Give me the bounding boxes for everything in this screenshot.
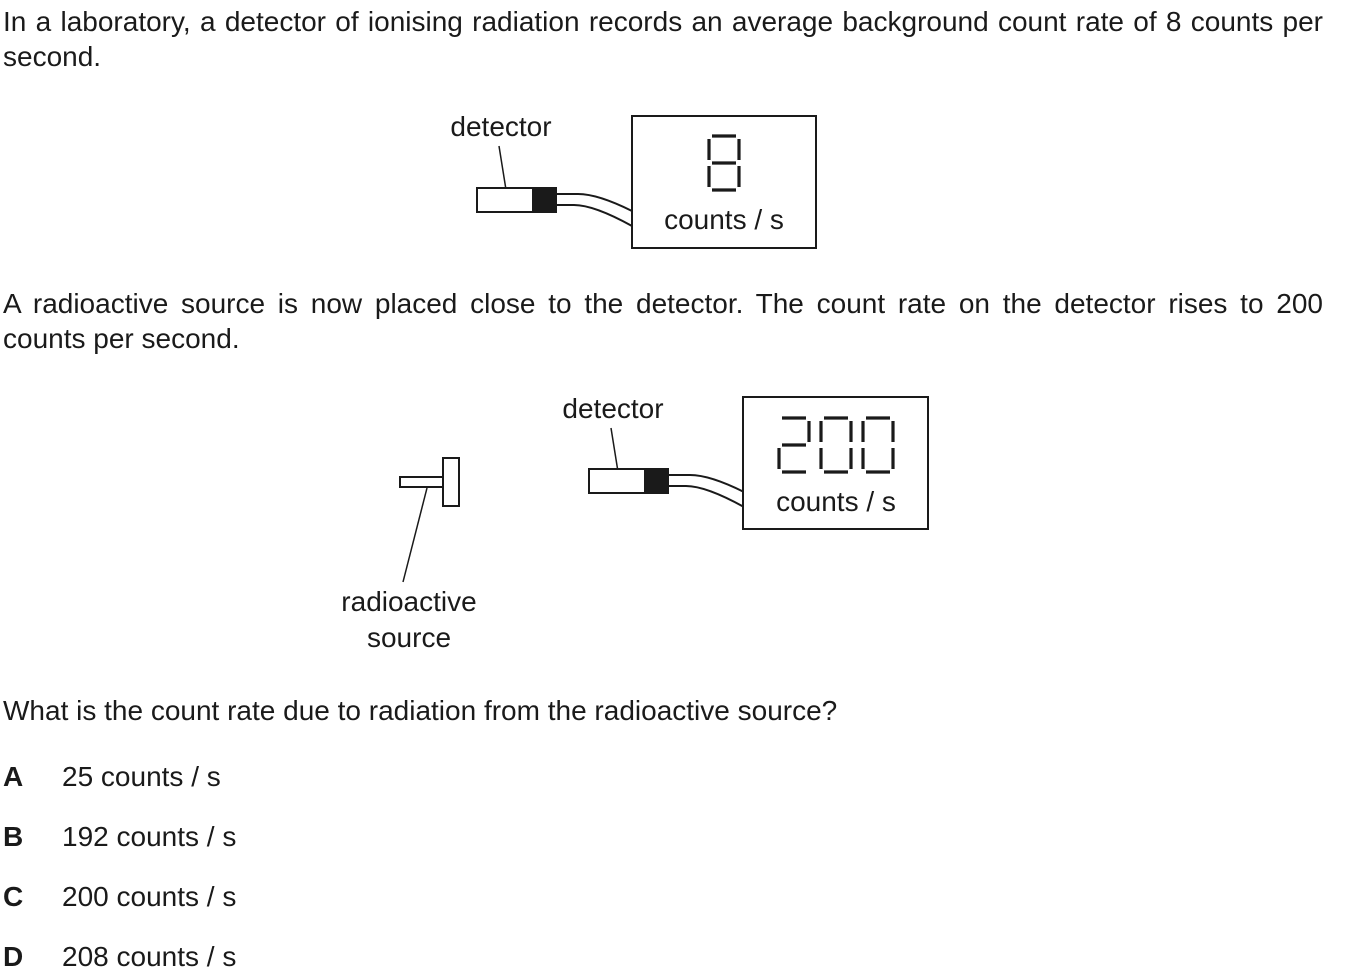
source-label-line2: source [367, 622, 451, 653]
display-unit: counts / s [776, 486, 896, 517]
detector-probe [588, 468, 669, 494]
detector-diagram-background: detector counts / s [0, 100, 1355, 260]
counter-display [631, 115, 817, 249]
option-letter: A [3, 761, 24, 792]
display-digits [777, 416, 895, 474]
option-text: 25 counts / s [62, 761, 221, 792]
detector-probe [476, 187, 557, 213]
option-text: 192 counts / s [62, 821, 237, 852]
source-label-line1: radioactive [341, 586, 476, 617]
radioactive-source-holder [399, 457, 460, 507]
middle-text: A radioactive source is now placed close… [3, 288, 1323, 354]
detector-cable [669, 474, 745, 508]
display-unit: counts / s [664, 204, 784, 235]
detector-diagram-with-source: radioactive source detector counts / s [0, 382, 1355, 660]
source-label-leader [402, 487, 428, 583]
detector-cable [557, 193, 633, 227]
option-letter: B [3, 821, 24, 852]
detector-label: detector [450, 111, 551, 142]
intro-text: In a laboratory, a detector of ionising … [3, 6, 1323, 72]
detector-label: detector [562, 393, 663, 424]
option-text: 200 counts / s [62, 881, 237, 912]
detector-source-svg: radioactive source detector counts / s [341, 393, 929, 653]
option-letter: D [3, 941, 24, 972]
detector-background-svg: detector counts / s [450, 111, 817, 249]
display-digits [707, 134, 741, 192]
option-letter: C [3, 881, 24, 912]
question-text: What is the count rate due to radiation … [3, 695, 838, 726]
option-text: 208 counts / s [62, 941, 237, 972]
